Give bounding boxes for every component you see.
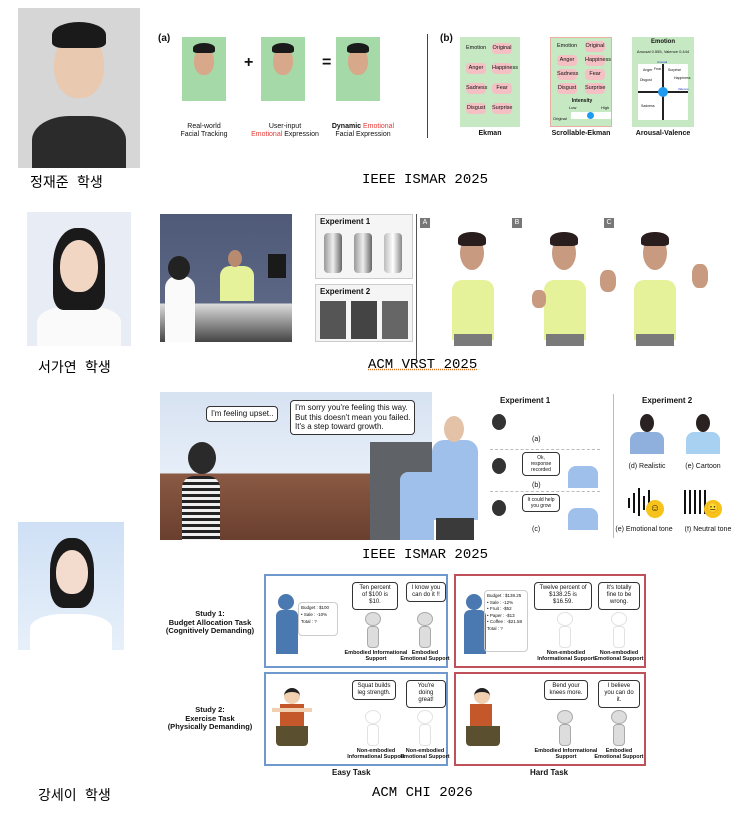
study-2-label: Study 2:Exercise Task(Physically Demandi… (167, 705, 253, 732)
gesture-label-c: C (604, 218, 614, 228)
arousal-valence-title: Arousal-Valence (635, 130, 691, 137)
neutral-tone-label: (f) Neutral tone (684, 526, 732, 533)
ekman-title: Ekman (478, 130, 502, 137)
avatar-one-hand (528, 232, 598, 357)
ekman-ui: Emotion Original Anger Happiness Sadness… (460, 37, 520, 127)
gesture-label-b: B (512, 218, 522, 228)
cartoon-avatar (686, 412, 720, 462)
study-1-label: Study 1:Budget Allocation Task(Cognitive… (165, 609, 255, 636)
divider (416, 214, 417, 360)
condition-a: (a) (490, 410, 600, 450)
avatar-two-hands (600, 232, 710, 357)
arousal-valence-ui: Emotion Arousal 0.555, Valence 0.444 Ang… (632, 37, 694, 127)
venue-caption-2: ACM VRST 2025 (368, 357, 478, 373)
hard-task-label: Hard Task (530, 768, 569, 777)
agent-avatar (432, 412, 482, 540)
avatar-no-gesture (442, 232, 502, 357)
intensity-slider (571, 112, 611, 119)
student-photo-2 (27, 212, 131, 346)
avatar-dynamic-emotion (336, 37, 380, 101)
agent-speech-bubble: I'm sorry you're feeling this way.But th… (290, 400, 416, 435)
avatar-face-tracking (182, 37, 226, 101)
experiment-1-panel: Experiment 1 (315, 214, 413, 279)
panel-label-a: (a) (158, 33, 171, 44)
venue-caption-1: IEEE ISMAR 2025 (362, 172, 489, 188)
divider (427, 34, 428, 138)
vr-empathy-scene: I'm feeling upset.. I'm sorry you're fee… (160, 392, 434, 540)
scrollable-ekman-title: Scrollable-Ekman (551, 130, 611, 137)
emotional-tone-icon: ☺ (626, 488, 670, 520)
easy-cognitive-panel: Budget : $100• Sale : -10%Total : ? Ten … (264, 574, 450, 668)
realistic-avatar (630, 412, 664, 462)
easy-physical-panel: Squat builds leg strength. You're doing … (264, 672, 450, 766)
experiment-1-title: Experiment 1 (500, 396, 551, 405)
student-photo-1 (18, 8, 140, 168)
emotional-tone-label: (e) Emotional tone (615, 526, 673, 533)
user-speech-bubble: I'm feeling upset.. (206, 406, 279, 422)
experiment-2-title: Experiment 2 (642, 396, 693, 405)
venue-caption-3: IEEE ISMAR 2025 (362, 547, 489, 563)
plus-sign: + (244, 54, 254, 71)
vr-scene (160, 214, 292, 342)
condition-c: It could help you grow (c) (490, 494, 600, 538)
experiment-2-panel: Experiment 2 (315, 284, 413, 342)
realistic-label: (d) Realistic (628, 463, 666, 470)
condition-b: Ok, response recorded (b) (490, 452, 600, 492)
scrollable-ekman-ui: Emotion Original Anger Happiness Sadness… (550, 37, 612, 127)
hard-cognitive-panel: Budget : $138.25• Sale : -12%• Fruit : -… (454, 574, 646, 668)
hard-physical-panel: Bend your knees more. I believe you can … (454, 672, 646, 766)
figure-support-study: Study 1:Budget Allocation Task(Cognitive… (160, 572, 740, 782)
student-name-2: 서가연 학생 (38, 361, 111, 377)
divider (613, 394, 614, 538)
panel-label-b: (b) (440, 33, 453, 44)
student-name-3: 강세이 학생 (38, 789, 111, 805)
student-name-1: 정재준 학생 (30, 176, 103, 192)
avatar-user-emotion (261, 37, 305, 101)
student-photo-3 (18, 522, 124, 650)
figure-vr-agent-gesture: Experiment 1 Experiment 2 A B C (160, 214, 740, 362)
easy-task-label: Easy Task (332, 768, 371, 777)
gesture-label-a: A (420, 218, 430, 228)
neutral-tone-icon: 😐 (682, 488, 726, 520)
cartoon-label: (e) Cartoon (685, 463, 721, 470)
figure-vr-empathy: I'm feeling upset.. I'm sorry you're fee… (160, 392, 740, 540)
equals-sign: = (322, 54, 332, 71)
venue-caption-4: ACM CHI 2026 (372, 785, 473, 801)
